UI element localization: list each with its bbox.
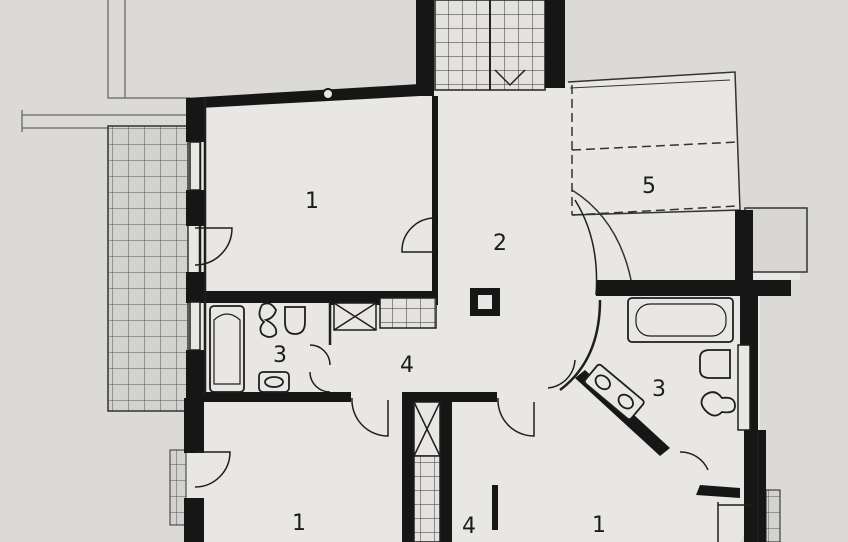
toilet-icon	[284, 306, 306, 335]
bath-right-fixtures	[583, 297, 736, 421]
room-label-dressing: 5	[642, 174, 656, 199]
site-lines	[21, 0, 190, 132]
room-label-upper-left: 1	[305, 189, 319, 214]
stair-middle	[333, 297, 437, 331]
room-label-stair-lower: 4	[462, 514, 476, 539]
room-labels: 1 2 3 4 1 4 1 3 5	[273, 174, 666, 539]
room-label-corridor: 4	[400, 353, 414, 378]
washbasin-icon	[258, 302, 278, 338]
room-label-hall: 2	[493, 231, 507, 256]
room-label-lower-right: 1	[592, 513, 606, 538]
room-label-bath-left: 3	[273, 343, 287, 368]
dressing-room-outline	[567, 71, 741, 286]
central-column	[470, 288, 500, 316]
room-label-lower-left: 1	[292, 511, 306, 536]
balcony-right	[744, 207, 808, 273]
bath-left-fixtures	[209, 302, 306, 393]
window-right	[737, 344, 751, 431]
toilet-right-icon	[699, 349, 731, 379]
stair-lower-drawing	[413, 401, 441, 542]
terrace-right	[765, 489, 781, 542]
room-label-bath-right: 3	[652, 377, 666, 402]
bidet-icon	[700, 391, 736, 417]
door-swings	[194, 217, 752, 542]
terrace-tiles-lower	[169, 449, 187, 526]
stair-upper-arrow	[494, 69, 526, 87]
light-fixture	[322, 88, 334, 100]
terrace-tiles	[107, 125, 189, 412]
windows-left	[189, 141, 201, 351]
